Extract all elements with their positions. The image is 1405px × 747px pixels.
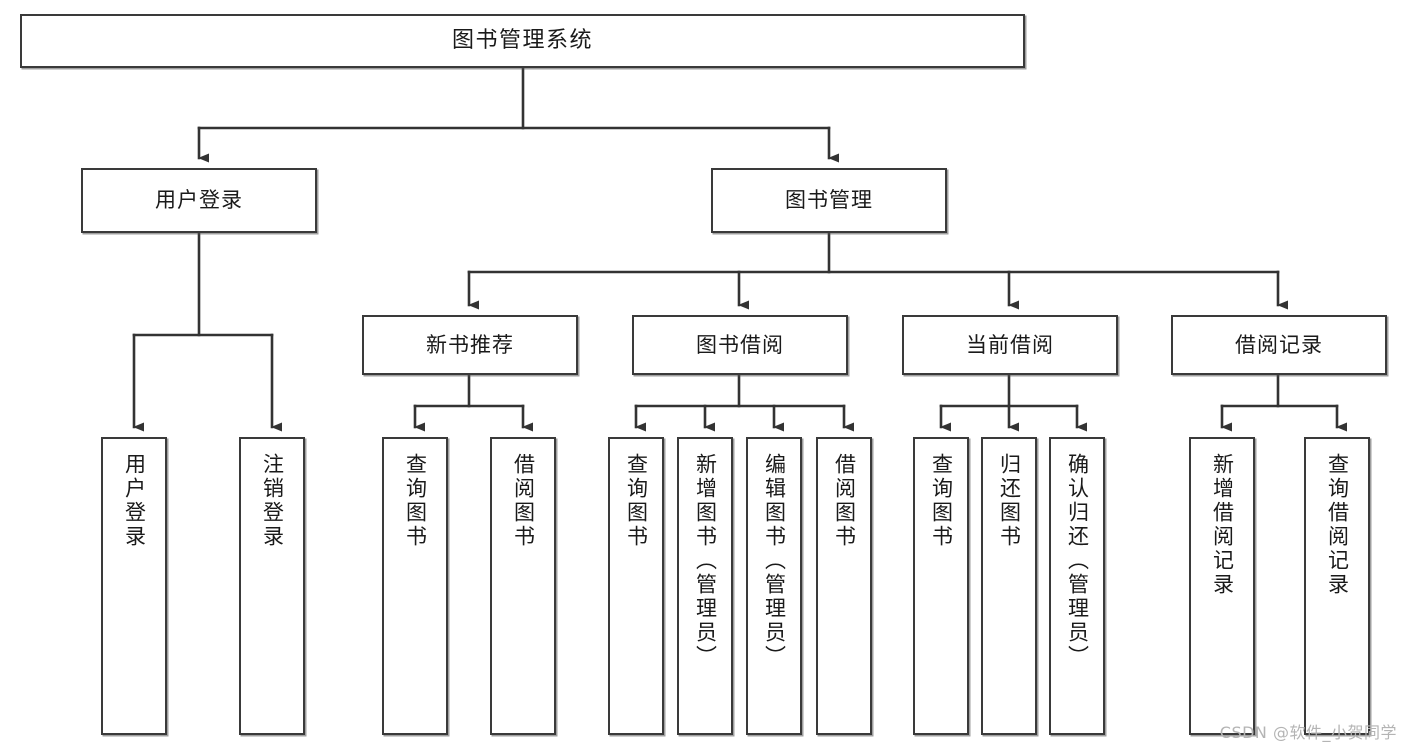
node-user-login[interactable]: 用户登录 [81, 168, 317, 233]
leaf-borrow-edit-book-admin[interactable]: 编辑图书（管理员） [746, 437, 802, 735]
node-label: 图书借阅 [696, 332, 784, 357]
node-label: 确认归还（管理员） [1065, 453, 1090, 669]
node-label: 编辑图书（管理员） [762, 453, 787, 669]
node-borrowing-record[interactable]: 借阅记录 [1171, 315, 1387, 375]
node-root-system[interactable]: 图书管理系统 [20, 14, 1025, 68]
node-label: 借阅图书 [832, 453, 857, 549]
leaf-user-login[interactable]: 用户登录 [101, 437, 167, 735]
node-book-borrowing[interactable]: 图书借阅 [632, 315, 848, 375]
node-book-management[interactable]: 图书管理 [711, 168, 947, 233]
node-current-borrowing[interactable]: 当前借阅 [902, 315, 1118, 375]
csdn-watermark: CSDN @软件_小贺同学 [1219, 723, 1397, 742]
leaf-borrow-add-book-admin[interactable]: 新增图书（管理员） [677, 437, 733, 735]
node-label: 用户登录 [155, 188, 243, 213]
node-label: 借阅图书 [511, 453, 536, 549]
leaf-record-query[interactable]: 查询借阅记录 [1304, 437, 1370, 735]
leaf-current-query-book[interactable]: 查询图书 [913, 437, 969, 735]
node-label: 当前借阅 [966, 332, 1054, 357]
node-label: 新增图书（管理员） [693, 453, 718, 669]
leaf-borrow-query-book[interactable]: 查询图书 [608, 437, 664, 735]
node-label: 查询借阅记录 [1325, 453, 1350, 597]
node-label: 借阅记录 [1235, 332, 1323, 357]
node-label: 图书管理系统 [451, 28, 593, 54]
node-label: 归还图书 [997, 453, 1022, 549]
node-label: 查询图书 [403, 453, 428, 549]
node-new-book-recommendation[interactable]: 新书推荐 [362, 315, 578, 375]
leaf-logout[interactable]: 注销登录 [239, 437, 305, 735]
node-label: 注销登录 [260, 453, 285, 549]
node-label: 新书推荐 [426, 332, 514, 357]
node-label: 图书管理 [785, 188, 873, 213]
node-label: 新增借阅记录 [1210, 453, 1235, 597]
leaf-borrow-borrow-book[interactable]: 借阅图书 [816, 437, 872, 735]
leaf-record-add[interactable]: 新增借阅记录 [1189, 437, 1255, 735]
node-label: 查询图书 [624, 453, 649, 549]
node-label: 查询图书 [929, 453, 954, 549]
leaf-new-book-borrow[interactable]: 借阅图书 [490, 437, 556, 735]
node-label: 用户登录 [122, 453, 147, 549]
leaf-current-return-book[interactable]: 归还图书 [981, 437, 1037, 735]
leaf-current-confirm-return-admin[interactable]: 确认归还（管理员） [1049, 437, 1105, 735]
leaf-new-book-query[interactable]: 查询图书 [382, 437, 448, 735]
